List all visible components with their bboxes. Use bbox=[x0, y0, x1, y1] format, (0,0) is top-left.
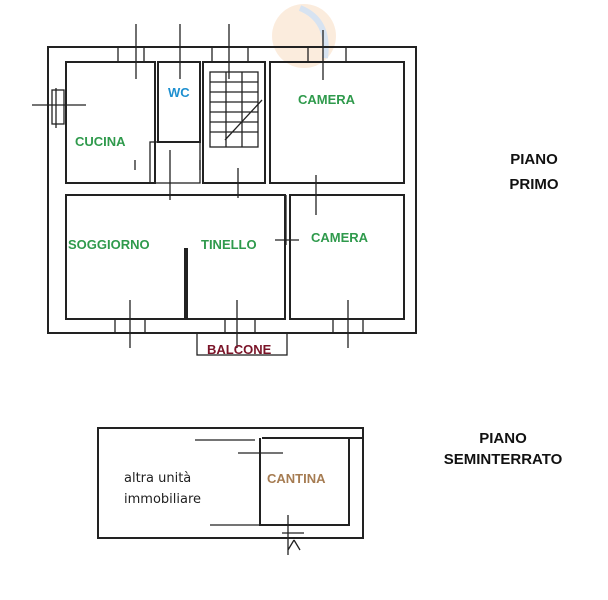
watermark-logo bbox=[272, 4, 336, 68]
room-label-other-unit-line2: immobiliare bbox=[124, 492, 201, 507]
room-label-balcone: BALCONE bbox=[207, 342, 272, 357]
first-floor-walls bbox=[32, 24, 417, 356]
room-label-tinello: TINELLO bbox=[201, 237, 257, 252]
floor-title-seminterrato-line1: PIANO bbox=[479, 430, 527, 447]
room-label-camera-top: CAMERA bbox=[298, 92, 356, 107]
balcone-outline bbox=[196, 332, 288, 356]
floor-title-seminterrato-line2: SEMINTERRATO bbox=[444, 451, 563, 468]
room-label-other-unit-line1: altra unità bbox=[124, 471, 191, 486]
floor-title-primo-line2: PRIMO bbox=[509, 176, 559, 193]
room-label-soggiorno: SOGGIORNO bbox=[68, 237, 150, 252]
room-label-wc: WC bbox=[168, 85, 190, 100]
room-label-cucina: CUCINA bbox=[75, 134, 126, 149]
floor-title-primo-line1: PIANO bbox=[510, 151, 558, 168]
room-label-camera-bottom: CAMERA bbox=[311, 230, 369, 245]
basement-walls bbox=[97, 427, 364, 555]
room-label-cantina: CANTINA bbox=[267, 471, 326, 486]
